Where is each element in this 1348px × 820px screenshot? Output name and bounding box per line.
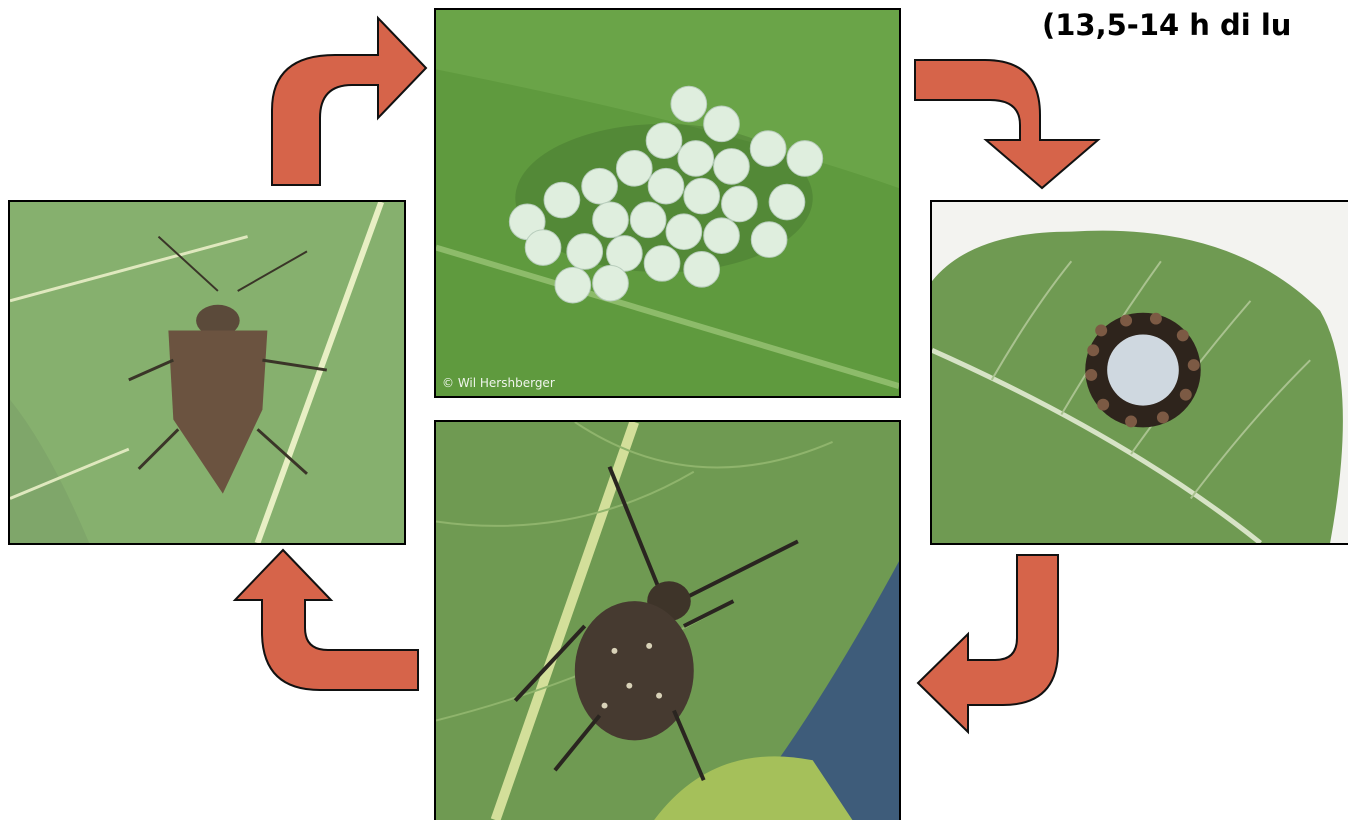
first-instar-nymphs-icon (932, 202, 1348, 543)
adult-bug-photo (8, 200, 406, 545)
nymph-to-adult-arrow (235, 550, 418, 690)
adult-bug-icon (10, 202, 404, 543)
photo-credit: © Wil Hershberger (442, 376, 555, 390)
first-instar-nymphs-photo (930, 200, 1348, 545)
photoperiod-heading: (13,5-14 h di lu (1042, 8, 1291, 42)
late-instar-nymph-icon (436, 422, 899, 820)
egg-cluster-photo: © Wil Hershberger (434, 8, 901, 398)
eggs-to-nymphs-arrow (915, 60, 1098, 188)
egg-cluster-icon (436, 10, 899, 396)
nymphs-to-nymph-arrow (918, 555, 1058, 732)
adult-to-eggs-arrow (272, 18, 426, 185)
late-instar-nymph-photo (434, 420, 901, 820)
